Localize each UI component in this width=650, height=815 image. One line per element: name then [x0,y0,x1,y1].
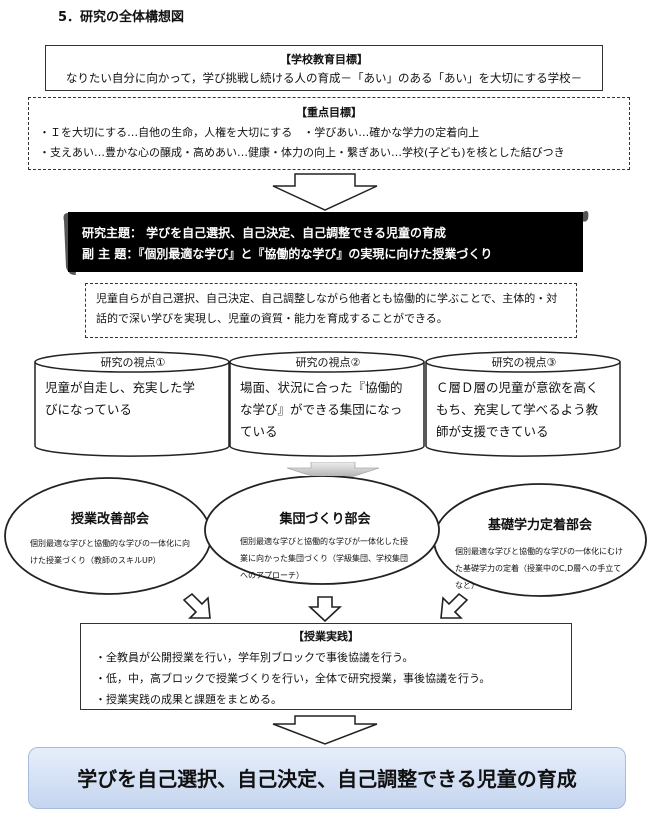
department-group-building: 集団づくり部会 個別最適な学びと協働的な学びが一体化した授業に向かった集団づくり… [240,508,410,584]
section-title: 5．研究の全体構想図 [58,10,185,25]
viewpoint-2-cylinder-shape [229,351,425,457]
practice-title: 【授業実践】 [293,630,359,643]
viewpoint-2-text: 場面、状況に合った『協働的な学び』ができる集団になっている [240,380,403,439]
focus-goal-line-2: ・支えあい…豊かな心の醸成・高めあい…健康・体力の向上・繋ぎあい…学校(子ども)… [39,146,565,159]
viewpoint-1: 研究の視点① 児童が自走し、充実した学びになっている [33,352,233,452]
viewpoint-1-label: 研究の視点① [100,356,166,369]
gray-down-arrow-icon [286,462,380,484]
viewpoint-3: 研究の視点③ Ｃ層Ｄ層の児童が意欲を高くもち、充実して学べるよう教師が支援できて… [424,352,624,452]
focus-goal-box: 【重点目標】 ・Ｉを大切にする…自他の生命，人権を大切にする ・学びあい…確かな… [28,97,630,170]
viewpoint-3-label: 研究の視点③ [491,356,557,369]
down-arrow-icon [272,173,378,211]
viewpoint-3-cylinder-shape [425,351,621,457]
practice-item-1: ・全教員が公開授業を行い，学年別ブロックで事後協議を行う。 [95,651,414,664]
departments-ellipses-shape [4,476,647,597]
department-1-desc: 個別最適な学びと協働的な学びの一体化に向けた授業づくり（教師のスキルUP） [30,539,190,565]
school-goal-box: 【学校教育目標】 なりたい自分に向かって，学び挑戦し続ける人の育成－「あい」のあ… [45,45,603,91]
viewpoint-1-text: 児童が自走し、充実した学びになっている [45,380,196,417]
school-goal-body: なりたい自分に向かって，学び挑戦し続ける人の育成－「あい」のある「あい」を大切に… [65,71,583,85]
viewpoint-2-label: 研究の視点② [295,356,361,369]
diagonal-arrow-right-icon [440,592,469,619]
practice-item-2: ・低，中，高ブロックで授業づくりを行い，全体で研究授業，事後協議を行う。 [95,672,491,685]
small-down-arrow-icon [307,596,343,623]
research-theme-banner: 研究主題： 学びを自己選択、自己決定、自己調整できる児童の育成 副 主 題：『個… [68,212,583,272]
down-arrow-2-icon [272,715,378,745]
lesson-practice-box: 【授業実践】 ・全教員が公開授業を行い，学年別ブロックで事後協議を行う。 ・低，… [80,623,572,710]
department-lesson-improvement: 授業改善部会 個別最適な学びと協働的な学びの一体化に向けた授業づくり（教師のスキ… [30,508,190,569]
practice-item-3: ・授業実践の成果と課題をまとめる。 [95,693,282,706]
viewpoint-3-text: Ｃ層Ｄ層の児童が意欲を高くもち、充実して学べるよう教師が支援できている [436,380,599,439]
diagonal-arrow-left-icon [182,592,211,619]
department-basic-skills: 基礎学力定着部会 個別最適な学びと協働的な学びの一体化にむけた基礎学力の定着（授… [455,514,625,594]
viewpoint-1-cylinder-shape [34,351,230,457]
focus-goal-line-1: ・Ｉを大切にする…自他の生命，人権を大切にする ・学びあい…確かな学力の定着向上 [39,126,480,139]
research-aim-box: 児童自らが自己選択、自己決定、自己調整しながら他者とも協働的に学ぶことで、主体的… [85,283,577,338]
school-goal-title: 【学校教育目標】 [280,53,368,66]
department-2-desc: 個別最適な学びと協働的な学びが一体化した授業に向かった集団づくり（学級集団、学校… [240,537,408,580]
viewpoint-2: 研究の視点② 場面、状況に合った『協働的な学び』ができる集団になっている [228,352,428,452]
department-3-name: 基礎学力定着部会 [487,518,592,533]
department-3-desc: 個別最適な学びと協働的な学びの一体化にむけた基礎学力の定着（授業中のC,D層への… [455,547,623,590]
department-1-name: 授業改善部会 [70,512,149,527]
final-goal-banner: 学びを自己選択、自己決定、自己調整できる児童の育成 [28,747,626,809]
department-2-name: 集団づくり部会 [279,512,371,527]
focus-goal-title: 【重点目標】 [296,106,362,119]
research-theme-sub: 副 主 題：『個別最適な学び』と『協働的な学び』の実現に向けた授業づくり [82,247,493,261]
research-theme-main: 研究主題： 学びを自己選択、自己決定、自己調整できる児童の育成 [82,226,446,240]
